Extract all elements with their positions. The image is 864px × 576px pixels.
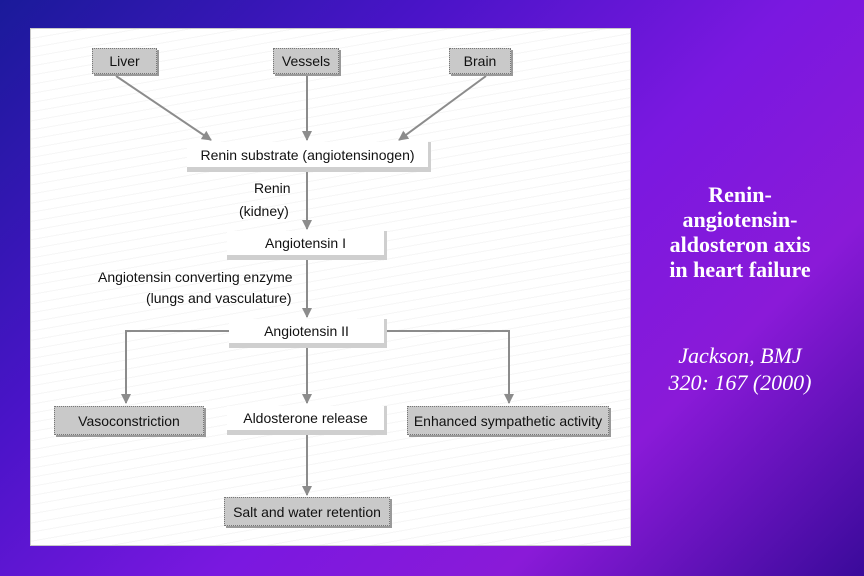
node-salt-water-retention: Salt and water retention (224, 497, 390, 526)
arrow-angiotensin2-to-vasoconstriction (121, 330, 229, 404)
node-brain: Brain (449, 48, 511, 74)
arrow-angiotensin2-to-sympathetic (384, 330, 514, 404)
citation-line: 320: 167 (2000) (668, 370, 812, 395)
citation-line: Jackson, BMJ (678, 343, 802, 368)
caption-line: Renin- (708, 182, 772, 207)
node-aldosterone-release: Aldosterone release (227, 406, 387, 435)
caption-line: aldosteron axis (669, 232, 811, 257)
slide-caption: Renin- angiotensin- aldosteron axis in h… (640, 182, 840, 282)
label-renin: Renin (254, 180, 291, 196)
label-lungs-vasculature: (lungs and vasculature) (146, 290, 292, 306)
citation: Jackson, BMJ 320: 167 (2000) (640, 342, 840, 396)
flow-arrows (115, 75, 514, 496)
diagram-panel: Liver Vessels Brain Renin substrate (ang… (30, 28, 631, 546)
label-kidney: (kidney) (239, 203, 289, 219)
arrow-brain-to-substrate (398, 75, 487, 141)
node-sympathetic-activity: Enhanced sympathetic activity (407, 406, 609, 435)
arrow-liver-to-substrate (115, 75, 212, 141)
node-vessels: Vessels (273, 48, 339, 74)
node-renin-substrate: Renin substrate (angiotensinogen) (187, 142, 431, 172)
node-angiotensin-1: Angiotensin I (227, 231, 387, 260)
label-ace: Angiotensin converting enzyme (98, 269, 293, 285)
node-vasoconstriction: Vasoconstriction (54, 406, 204, 435)
node-liver: Liver (92, 48, 157, 74)
caption-line: angiotensin- (682, 207, 798, 232)
node-angiotensin-2: Angiotensin II (229, 319, 387, 348)
caption-line: in heart failure (669, 257, 811, 282)
